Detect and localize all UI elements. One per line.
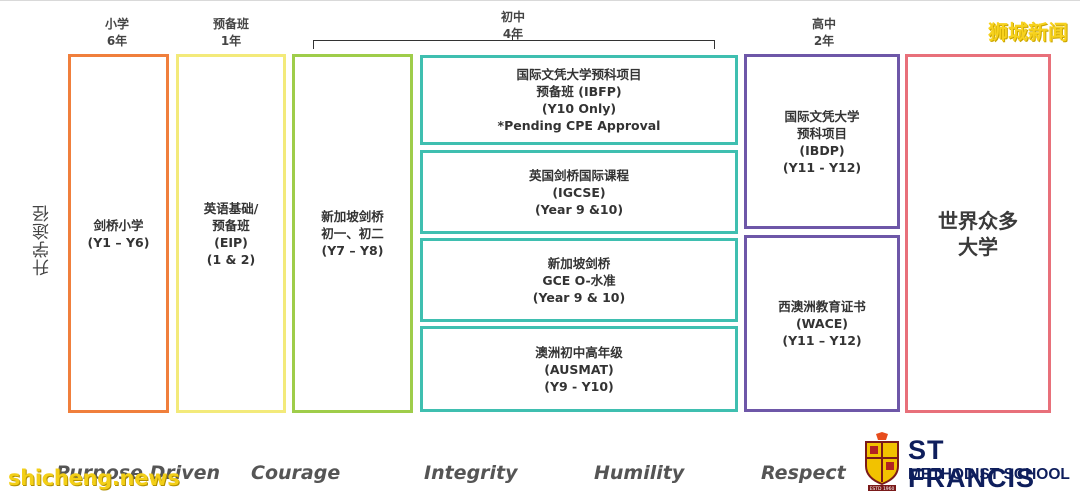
header-primary-years: 6年 (106, 34, 128, 48)
header-prep-years: 1年 (220, 34, 242, 48)
box-ibdp: 国际文凭大学 预科项目 (IBDP) (Y11 - Y12) (744, 54, 900, 229)
box-olevel-line: GCE O-水准 (542, 272, 616, 288)
box-ibfp: 国际文凭大学预科项目 预备班 (IBFP) (Y10 Only) *Pendin… (420, 55, 738, 145)
box-primary-line: (Y1 – Y6) (87, 234, 150, 250)
site-watermark: shicheng.news (8, 466, 180, 490)
box-igcse-line: (IGCSE) (552, 184, 606, 200)
box-sg-lower-line: (Y7 – Y8) (321, 243, 384, 258)
box-ibdp-line: 预科项目 (796, 125, 847, 141)
box-igcse-line: (Year 9 &10) (534, 201, 624, 217)
box-wace-line: 西澳洲教育证书 (778, 299, 866, 314)
header-high-title: 高中 (811, 17, 836, 31)
box-ausmat-line: (AUSMAT) (544, 361, 614, 377)
secondary-bracket-tip (512, 35, 513, 41)
logo-estd: ESTD 1960 (870, 486, 895, 492)
box-eip-line: (1 & 2) (206, 251, 256, 267)
header-prep: 预备班 1年 (205, 16, 257, 50)
box-olevel-line: (Year 9 & 10) (532, 289, 626, 305)
box-wace: 西澳洲教育证书 (WACE) (Y11 – Y12) (744, 235, 900, 412)
header-primary: 小学 6年 (96, 16, 138, 50)
header-high-years: 2年 (813, 34, 835, 48)
header-primary-title: 小学 (104, 17, 129, 31)
header-secondary: 初中 4年 (492, 9, 534, 43)
secondary-bracket (313, 40, 715, 49)
box-primary-line: 剑桥小学 (93, 217, 144, 233)
value-courage: Courage (251, 462, 341, 484)
box-ibdp-line: 国际文凭大学 (784, 108, 860, 124)
value-integrity: Integrity (424, 462, 518, 484)
box-university-line: 世界众多 (938, 208, 1018, 233)
box-ibfp-line: 国际文凭大学预科项目 (516, 67, 642, 82)
box-university-line: 大学 (958, 234, 998, 259)
pathway-label: 升学途径 (33, 204, 53, 276)
box-wace-line: (WACE) (795, 316, 849, 331)
school-subtitle: METHODIST SCHOOL (908, 466, 1070, 483)
box-ibfp-line: *Pending CPE Approval (497, 118, 661, 133)
box-olevel-line: 新加坡剑桥 (547, 255, 611, 271)
box-ausmat-line: (Y9 - Y10) (544, 378, 614, 394)
box-ausmat-line: 澳洲初中高年级 (535, 344, 623, 360)
school-logo: ESTD 1960 ST FRANCIS METHODIST SCHOOL (862, 432, 1072, 496)
value-humility: Humility (594, 462, 685, 484)
header-high: 高中 2年 (803, 16, 845, 50)
header-secondary-title: 初中 (500, 10, 525, 24)
box-primary: 剑桥小学 (Y1 – Y6) (68, 54, 169, 413)
value-purpose-driven: Purpose Driven (56, 462, 221, 484)
header-prep-title: 预备班 (212, 17, 249, 31)
box-ibfp-line: (Y10 Only) (541, 101, 617, 116)
box-sg-lower-line: 新加坡剑桥 (321, 209, 384, 224)
box-ibfp-line: 预备班 (IBFP) (536, 84, 622, 99)
box-ibdp-line: (Y11 - Y12) (782, 159, 862, 175)
box-eip-line: (EIP) (214, 234, 248, 250)
box-university: 世界众多 大学 (905, 54, 1051, 413)
box-olevel: 新加坡剑桥 GCE O-水准 (Year 9 & 10) (420, 238, 738, 322)
box-sg-lower-line: 初一、初二 (321, 226, 384, 241)
box-igcse-line: 英国剑桥国际课程 (528, 167, 629, 183)
box-ausmat: 澳洲初中高年级 (AUSMAT) (Y9 - Y10) (420, 326, 738, 412)
value-respect: Respect (761, 462, 846, 484)
box-ibdp-line: (IBDP) (799, 142, 845, 158)
school-name: ST FRANCIS (908, 435, 1035, 493)
top-divider (0, 0, 1080, 1)
box-igcse: 英国剑桥国际课程 (IGCSE) (Year 9 &10) (420, 150, 738, 234)
box-wace-line: (Y11 – Y12) (782, 333, 862, 348)
box-eip-line: 英语基础/ (203, 200, 259, 216)
box-eip-line: 预备班 (212, 217, 250, 233)
box-eip: 英语基础/ 预备班 (EIP) (1 & 2) (176, 54, 286, 413)
box-sg-lower: 新加坡剑桥 初一、初二 (Y7 – Y8) (292, 54, 413, 413)
header-secondary-years: 4年 (502, 27, 524, 41)
watermark-text: 狮城新闻 (988, 20, 1068, 44)
school-crest-icon: ESTD 1960 (865, 432, 899, 492)
